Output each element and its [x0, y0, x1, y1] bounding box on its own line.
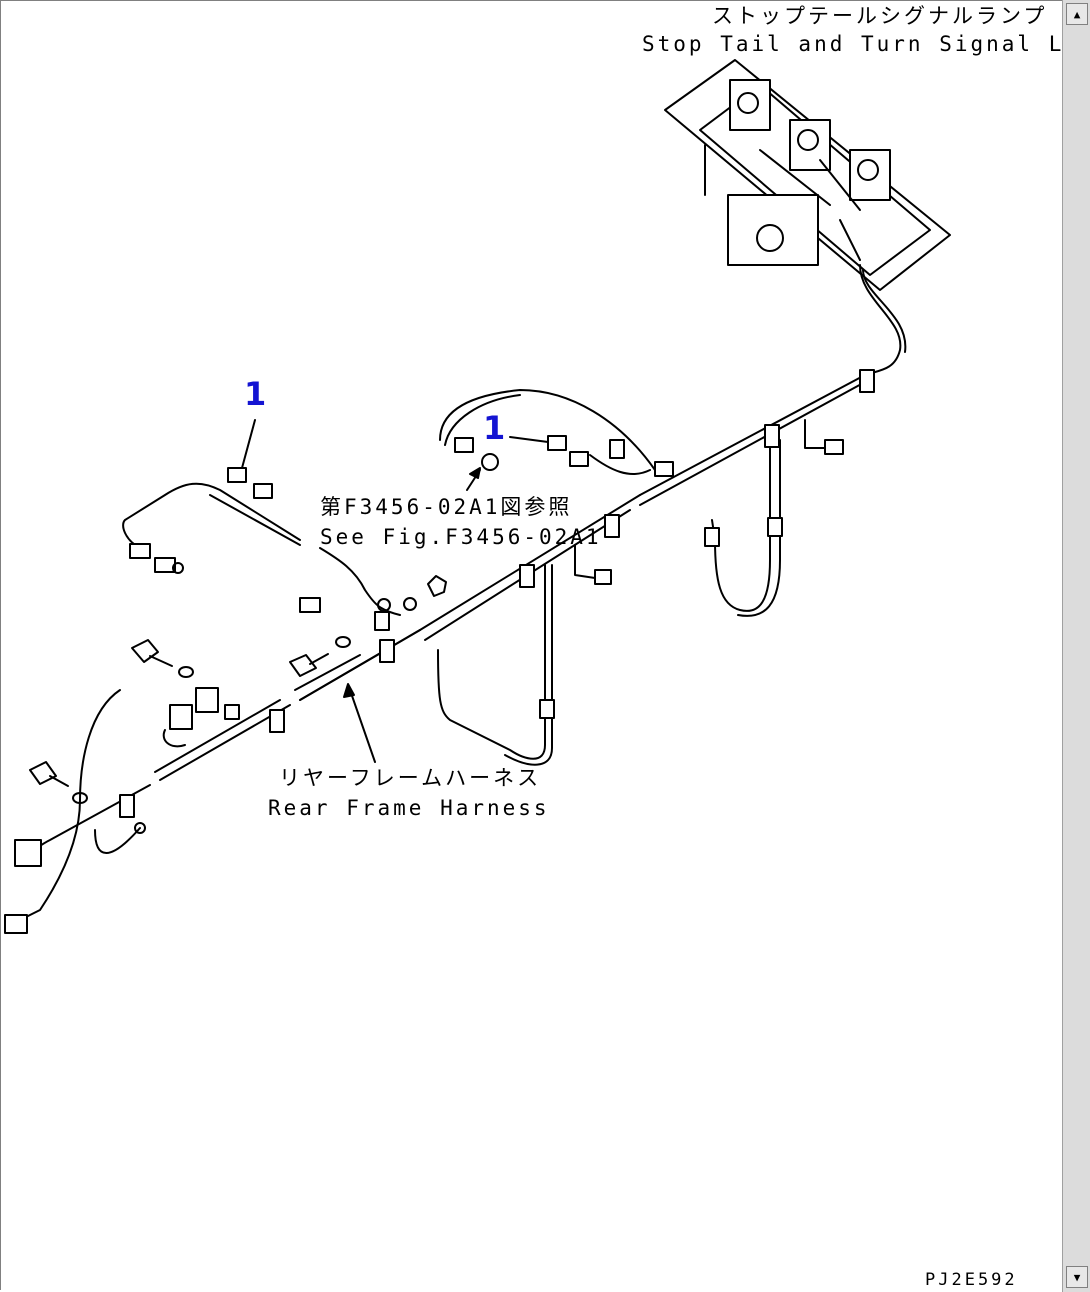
connectors	[4, 435, 844, 934]
reference-label-en: See Fig.F3456-02A1	[320, 525, 602, 549]
harness-diagram	[4, 59, 951, 934]
vertical-scrollbar[interactable]: ▲ ▼	[1062, 0, 1090, 1292]
lamp-label-en: Stop Tail and Turn Signal Lamps	[642, 32, 1090, 56]
scroll-down-button[interactable]: ▼	[1066, 1266, 1088, 1288]
main-harness	[29, 264, 907, 853]
harness-label-en: Rear Frame Harness	[268, 796, 550, 820]
reference-label-jp: 第F3456-02A1図参照	[320, 495, 573, 519]
clamps	[119, 369, 875, 818]
branch-wires	[19, 389, 826, 921]
callout-number: 1	[483, 409, 506, 447]
leader-lines	[241, 419, 549, 763]
callout-number: 1	[244, 375, 267, 413]
lamp-assembly	[664, 59, 951, 291]
harness-label-jp: リヤーフレームハーネス	[279, 766, 542, 790]
fasteners	[29, 453, 499, 804]
drawing-frame	[0, 0, 1062, 1290]
scroll-up-button[interactable]: ▲	[1066, 3, 1088, 25]
drawing-code: PJ2E592	[925, 1270, 1018, 1290]
lamp-label-jp: ストップテールシグナルランプ	[712, 4, 1048, 28]
